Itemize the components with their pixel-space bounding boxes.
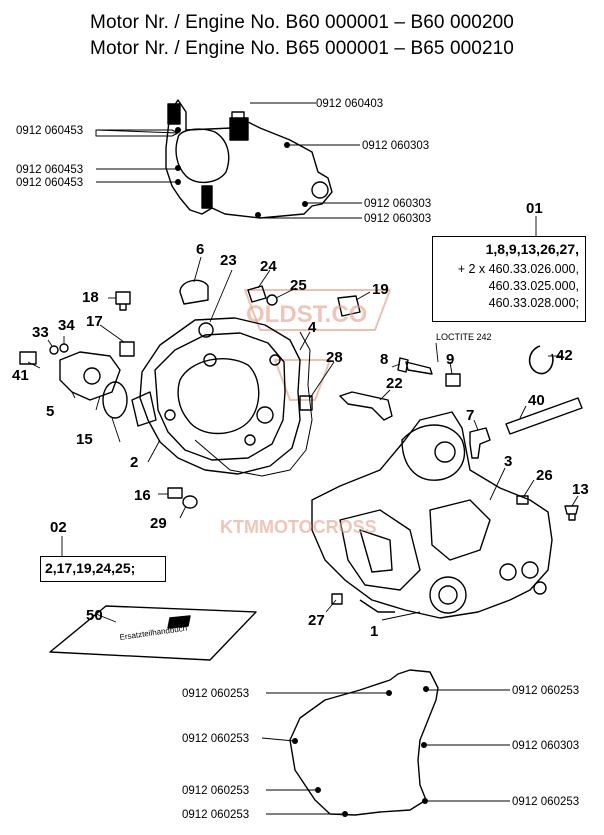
callout-1: 1 <box>370 623 378 640</box>
callout-7: 7 <box>466 407 474 424</box>
top-cover-gasket <box>165 99 333 219</box>
screw-24 <box>247 285 267 303</box>
kit-01-line-3: 460.33.025.000, <box>488 279 579 293</box>
oring-23 <box>198 322 214 338</box>
cover-gasket <box>194 331 313 477</box>
callout-41: 41 <box>12 367 29 384</box>
parts-manual <box>49 605 257 661</box>
top-part-no-b: 0912 060453 <box>16 125 83 137</box>
pin-tool-top <box>95 129 179 137</box>
plug-6 <box>179 279 209 305</box>
watermark-text-1: OLDST.CO <box>246 301 367 328</box>
screw-41 <box>19 351 37 365</box>
bushing-28 <box>299 395 313 411</box>
bottom-part-no-g: 0912 060253 <box>512 796 579 808</box>
watermark-text-2: KTMMOTOCROSS <box>220 517 377 537</box>
callout-13: 13 <box>572 481 589 498</box>
crankcase <box>311 411 553 619</box>
callout-18: 18 <box>82 289 99 306</box>
callout-9: 9 <box>446 351 454 368</box>
callout-6: 6 <box>196 241 204 258</box>
callout-22: 22 <box>386 375 403 392</box>
bottom-part-no-b: 0912 060253 <box>512 685 579 697</box>
top-part-no-c: 0912 060303 <box>362 140 429 152</box>
bottom-leader-lines <box>261 689 510 815</box>
hose-fitting-7 <box>469 427 491 459</box>
callout-25: 25 <box>290 277 307 294</box>
top-part-no-e: 0912 060453 <box>16 177 83 189</box>
callout-28: 28 <box>326 349 343 366</box>
manual-cover-text: Ersatzteilhandbuch <box>119 624 188 642</box>
kit-01-line-2: + 2 x 460.33.026.000, <box>457 262 579 276</box>
kit-02-box: 2,17,19,24,25; <box>40 556 166 582</box>
bottom-part-no-a: 0912 060253 <box>182 688 249 700</box>
bottom-part-no-d: 0912 060303 <box>512 740 579 752</box>
oring-15 <box>102 381 128 419</box>
dowel-pin-27 <box>331 593 343 605</box>
engine-number-range-1: Motor Nr. / Engine No. B60 000001 – B60 … <box>90 12 514 33</box>
sleeve-9 <box>445 373 461 387</box>
kit-01-line-1: 1,8,9,13,26,27, <box>485 241 579 257</box>
callout-15: 15 <box>76 431 93 448</box>
top-part-no-g: 0912 060303 <box>364 213 431 225</box>
kit-01-label: 01 <box>526 200 543 217</box>
plug-17 <box>119 341 135 357</box>
callout-leader-lines <box>27 216 579 623</box>
top-part-no-a: 0912 060403 <box>316 98 383 110</box>
screw-16 <box>167 487 183 499</box>
water-pump-cover-5 <box>59 351 121 401</box>
callout-8: 8 <box>380 351 388 368</box>
top-part-no-d: 0912 060453 <box>16 164 83 176</box>
callout-4: 4 <box>308 319 317 336</box>
washer-34 <box>59 343 69 353</box>
callout-34: 34 <box>58 317 75 334</box>
callout-29: 29 <box>150 515 167 532</box>
washer-33 <box>49 345 59 355</box>
callout-50: 50 <box>86 607 103 624</box>
callout-42: 42 <box>556 347 573 364</box>
kit-02-label: 02 <box>50 519 67 536</box>
screw-8 <box>397 357 433 375</box>
callout-26: 26 <box>536 467 553 484</box>
clutch-cover <box>131 317 301 475</box>
callout-40: 40 <box>528 392 545 409</box>
oring-25 <box>266 294 278 306</box>
bottom-part-no-c: 0912 060253 <box>182 733 249 745</box>
callout-27: 27 <box>308 612 325 629</box>
callout-33: 33 <box>32 324 49 341</box>
bracket-22 <box>339 391 393 421</box>
screw-13 <box>564 505 579 521</box>
water-pump-cover-gasket <box>289 669 439 817</box>
callout-16: 16 <box>134 487 151 504</box>
screw-18 <box>115 291 131 311</box>
washer-29 <box>182 495 198 509</box>
callout-24: 24 <box>260 258 277 275</box>
engine-number-range-2: Motor Nr. / Engine No. B65 000001 – B65 … <box>90 38 514 59</box>
top-part-no-f: 0912 060303 <box>364 198 431 210</box>
callout-2: 2 <box>130 454 138 471</box>
kit-01-line-4: 460.33.028.000; <box>488 296 579 310</box>
callout-5: 5 <box>46 403 54 420</box>
sleeve-19 <box>337 295 361 317</box>
bottom-part-no-f: 0912 060253 <box>182 809 249 821</box>
callout-19: 19 <box>372 281 389 298</box>
kit-01-box: 1,8,9,13,26,27, + 2 x 460.33.026.000, 46… <box>432 236 586 322</box>
callout-17: 17 <box>86 313 103 330</box>
kit-02-line-1: 2,17,19,24,25; <box>45 560 136 576</box>
top-leader-lines <box>95 102 362 219</box>
callout-3: 3 <box>504 453 512 470</box>
callout-23: 23 <box>220 252 237 269</box>
loctite-label: LOCTITE 242 <box>436 332 492 342</box>
bottom-part-no-e: 0912 060253 <box>182 785 249 797</box>
hose-clamp-42 <box>528 345 554 375</box>
hose-40 <box>505 397 583 435</box>
